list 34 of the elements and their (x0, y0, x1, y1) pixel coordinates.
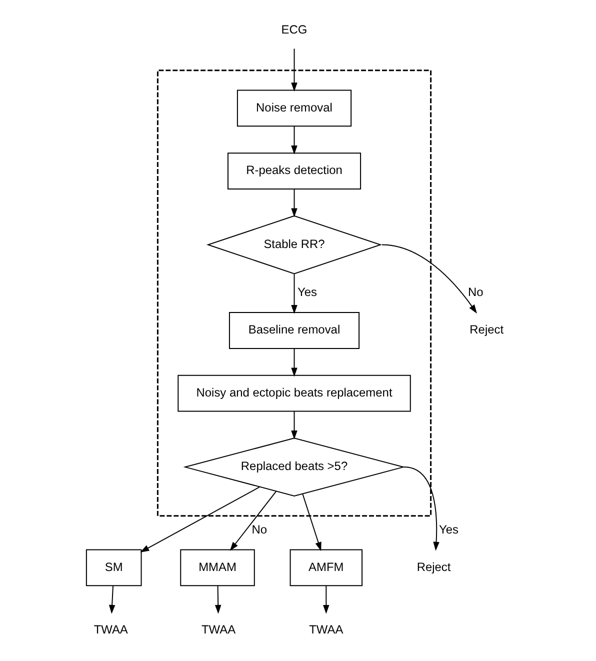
node-box: SM (85, 549, 142, 586)
edge-label: No (251, 522, 267, 536)
node-diamond: Replaced beats >5? (182, 438, 405, 496)
node-text: Reject (416, 560, 450, 574)
node-box: Baseline removal (228, 312, 360, 349)
arrow (290, 348, 297, 377)
node-box: AMFM (289, 549, 362, 586)
node-text: TWAA (200, 622, 236, 637)
arrow (108, 585, 115, 614)
arrow (140, 486, 260, 552)
node-text: TWAA (308, 622, 343, 637)
cluster (156, 70, 432, 517)
arrow (290, 274, 297, 314)
arrow (302, 493, 321, 552)
arrow (290, 188, 297, 218)
arrow (380, 244, 476, 314)
arrow (290, 126, 297, 154)
arrow (290, 48, 297, 92)
arrow (290, 410, 297, 440)
arrow (229, 490, 276, 551)
node-box: R-peaks detection (226, 152, 361, 190)
node-text: Reject (469, 322, 504, 337)
arrow (402, 466, 439, 551)
node-text: ECG (280, 22, 307, 37)
arrow (322, 585, 329, 614)
arrow (214, 585, 221, 614)
node-box: Noise removal (236, 90, 352, 127)
node-diamond: Stable RR? (206, 215, 382, 274)
node-text: TWAA (93, 622, 128, 637)
node-box: Noisy and ectopic beats replacement (177, 374, 410, 412)
edge-label: Yes (296, 285, 316, 300)
edge-label: No (468, 285, 483, 300)
node-box: MMAM (180, 549, 254, 586)
edge-label: Yes (438, 522, 458, 536)
